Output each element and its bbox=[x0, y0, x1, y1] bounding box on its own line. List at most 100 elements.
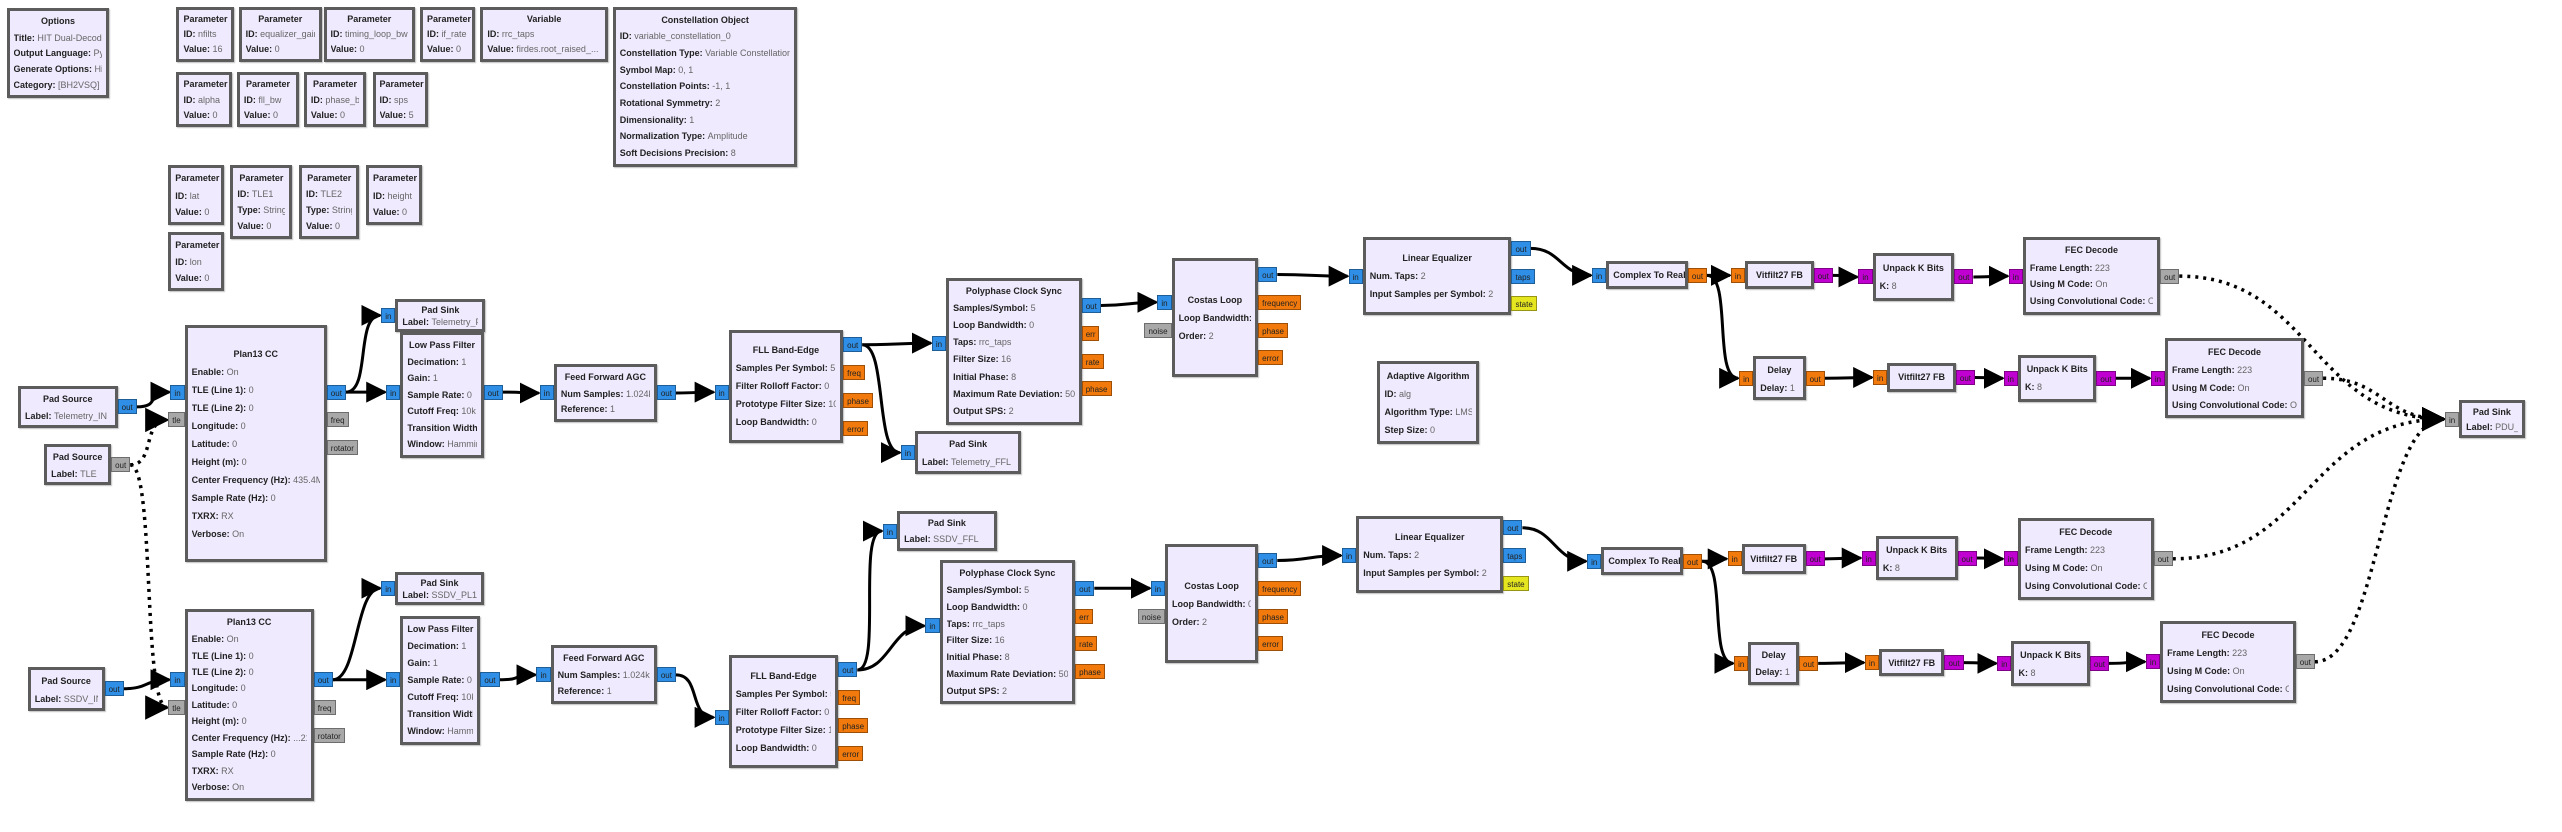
stream-connection[interactable] bbox=[1100, 291, 1159, 313]
output-port[interactable]: out bbox=[1957, 550, 1977, 566]
output-port[interactable]: taps bbox=[1503, 548, 1527, 564]
stream-connection[interactable] bbox=[1277, 545, 1344, 567]
output-port[interactable]: out bbox=[1503, 520, 1523, 536]
output-port[interactable]: err bbox=[1081, 325, 1100, 341]
input-port[interactable]: noise bbox=[1137, 608, 1166, 624]
output-port[interactable]: frequency bbox=[1258, 580, 1302, 596]
output-port[interactable]: phase bbox=[1258, 322, 1288, 338]
input-port[interactable]: noise bbox=[1144, 322, 1172, 338]
output-port[interactable]: out bbox=[1683, 553, 1703, 569]
stream-connection[interactable] bbox=[1706, 273, 1741, 389]
stream-connection[interactable] bbox=[1824, 547, 1863, 569]
stream-connection[interactable] bbox=[1277, 265, 1350, 287]
input-port[interactable]: in bbox=[1734, 655, 1749, 671]
output-port[interactable]: out bbox=[117, 399, 137, 415]
output-port[interactable]: out bbox=[111, 457, 131, 473]
output-port[interactable]: out bbox=[1954, 269, 1974, 285]
output-port[interactable]: error bbox=[838, 745, 864, 761]
output-port[interactable]: out bbox=[1805, 370, 1825, 386]
stream-connection[interactable] bbox=[1963, 652, 1999, 674]
input-port[interactable]: in bbox=[386, 672, 401, 688]
input-port[interactable]: in bbox=[170, 672, 185, 688]
input-port[interactable]: in bbox=[1861, 550, 1876, 566]
stream-connection[interactable] bbox=[1530, 246, 1594, 286]
output-port[interactable]: out bbox=[104, 681, 124, 697]
output-port[interactable]: phase bbox=[843, 392, 873, 408]
message-connection[interactable] bbox=[2179, 274, 2447, 432]
stream-connection[interactable] bbox=[1976, 548, 2005, 570]
output-port[interactable]: frequency bbox=[1258, 294, 1302, 310]
input-port[interactable]: in bbox=[931, 335, 947, 351]
input-port[interactable]: in bbox=[1727, 551, 1742, 567]
stream-connection[interactable] bbox=[1973, 265, 2010, 287]
input-port[interactable]: in bbox=[1157, 294, 1172, 310]
stream-connection[interactable] bbox=[123, 669, 172, 691]
output-port[interactable]: out bbox=[1687, 267, 1708, 283]
input-port[interactable]: in bbox=[1858, 269, 1873, 285]
stream-connection[interactable] bbox=[332, 577, 383, 682]
input-port[interactable]: in bbox=[2003, 370, 2018, 386]
output-port[interactable]: err bbox=[1075, 608, 1093, 624]
output-port[interactable]: out bbox=[656, 667, 676, 683]
stream-connection[interactable] bbox=[345, 304, 383, 394]
stream-connection[interactable] bbox=[1818, 652, 1866, 674]
output-port[interactable]: state bbox=[1503, 575, 1529, 591]
output-port[interactable]: freq bbox=[326, 412, 349, 428]
output-port[interactable]: taps bbox=[1511, 268, 1535, 284]
output-port[interactable]: out bbox=[2160, 268, 2180, 284]
output-port[interactable]: out bbox=[483, 384, 503, 400]
output-port[interactable]: out bbox=[2153, 551, 2173, 567]
input-port[interactable]: in bbox=[386, 384, 401, 400]
output-port[interactable]: out bbox=[480, 672, 500, 688]
input-port[interactable]: in bbox=[1739, 370, 1754, 386]
output-port[interactable]: out bbox=[843, 337, 863, 353]
output-port[interactable]: out bbox=[1081, 298, 1101, 314]
stream-connection[interactable] bbox=[136, 381, 172, 409]
stream-connection[interactable] bbox=[675, 673, 716, 728]
output-port[interactable]: phase bbox=[1258, 608, 1288, 624]
input-port[interactable]: in bbox=[900, 445, 916, 461]
output-port[interactable]: state bbox=[1511, 296, 1537, 312]
output-port[interactable]: freq bbox=[838, 690, 861, 706]
input-port[interactable]: in bbox=[1587, 553, 1602, 569]
output-port[interactable]: rotator bbox=[313, 727, 345, 743]
stream-connection[interactable] bbox=[1701, 559, 1736, 674]
vitfilt27-fb-block[interactable]: Vitfilt27 FB bbox=[1879, 648, 1945, 677]
input-port[interactable]: in bbox=[1873, 369, 1888, 385]
input-port[interactable]: tle bbox=[168, 700, 185, 716]
output-port[interactable]: out bbox=[313, 672, 333, 688]
message-connection[interactable] bbox=[2323, 376, 2447, 432]
output-port[interactable]: out bbox=[2303, 370, 2324, 386]
output-port[interactable]: phase bbox=[838, 717, 869, 733]
stream-connection[interactable] bbox=[1702, 548, 1729, 570]
output-port[interactable]: out bbox=[1805, 551, 1825, 567]
stream-connection[interactable] bbox=[2108, 651, 2148, 673]
